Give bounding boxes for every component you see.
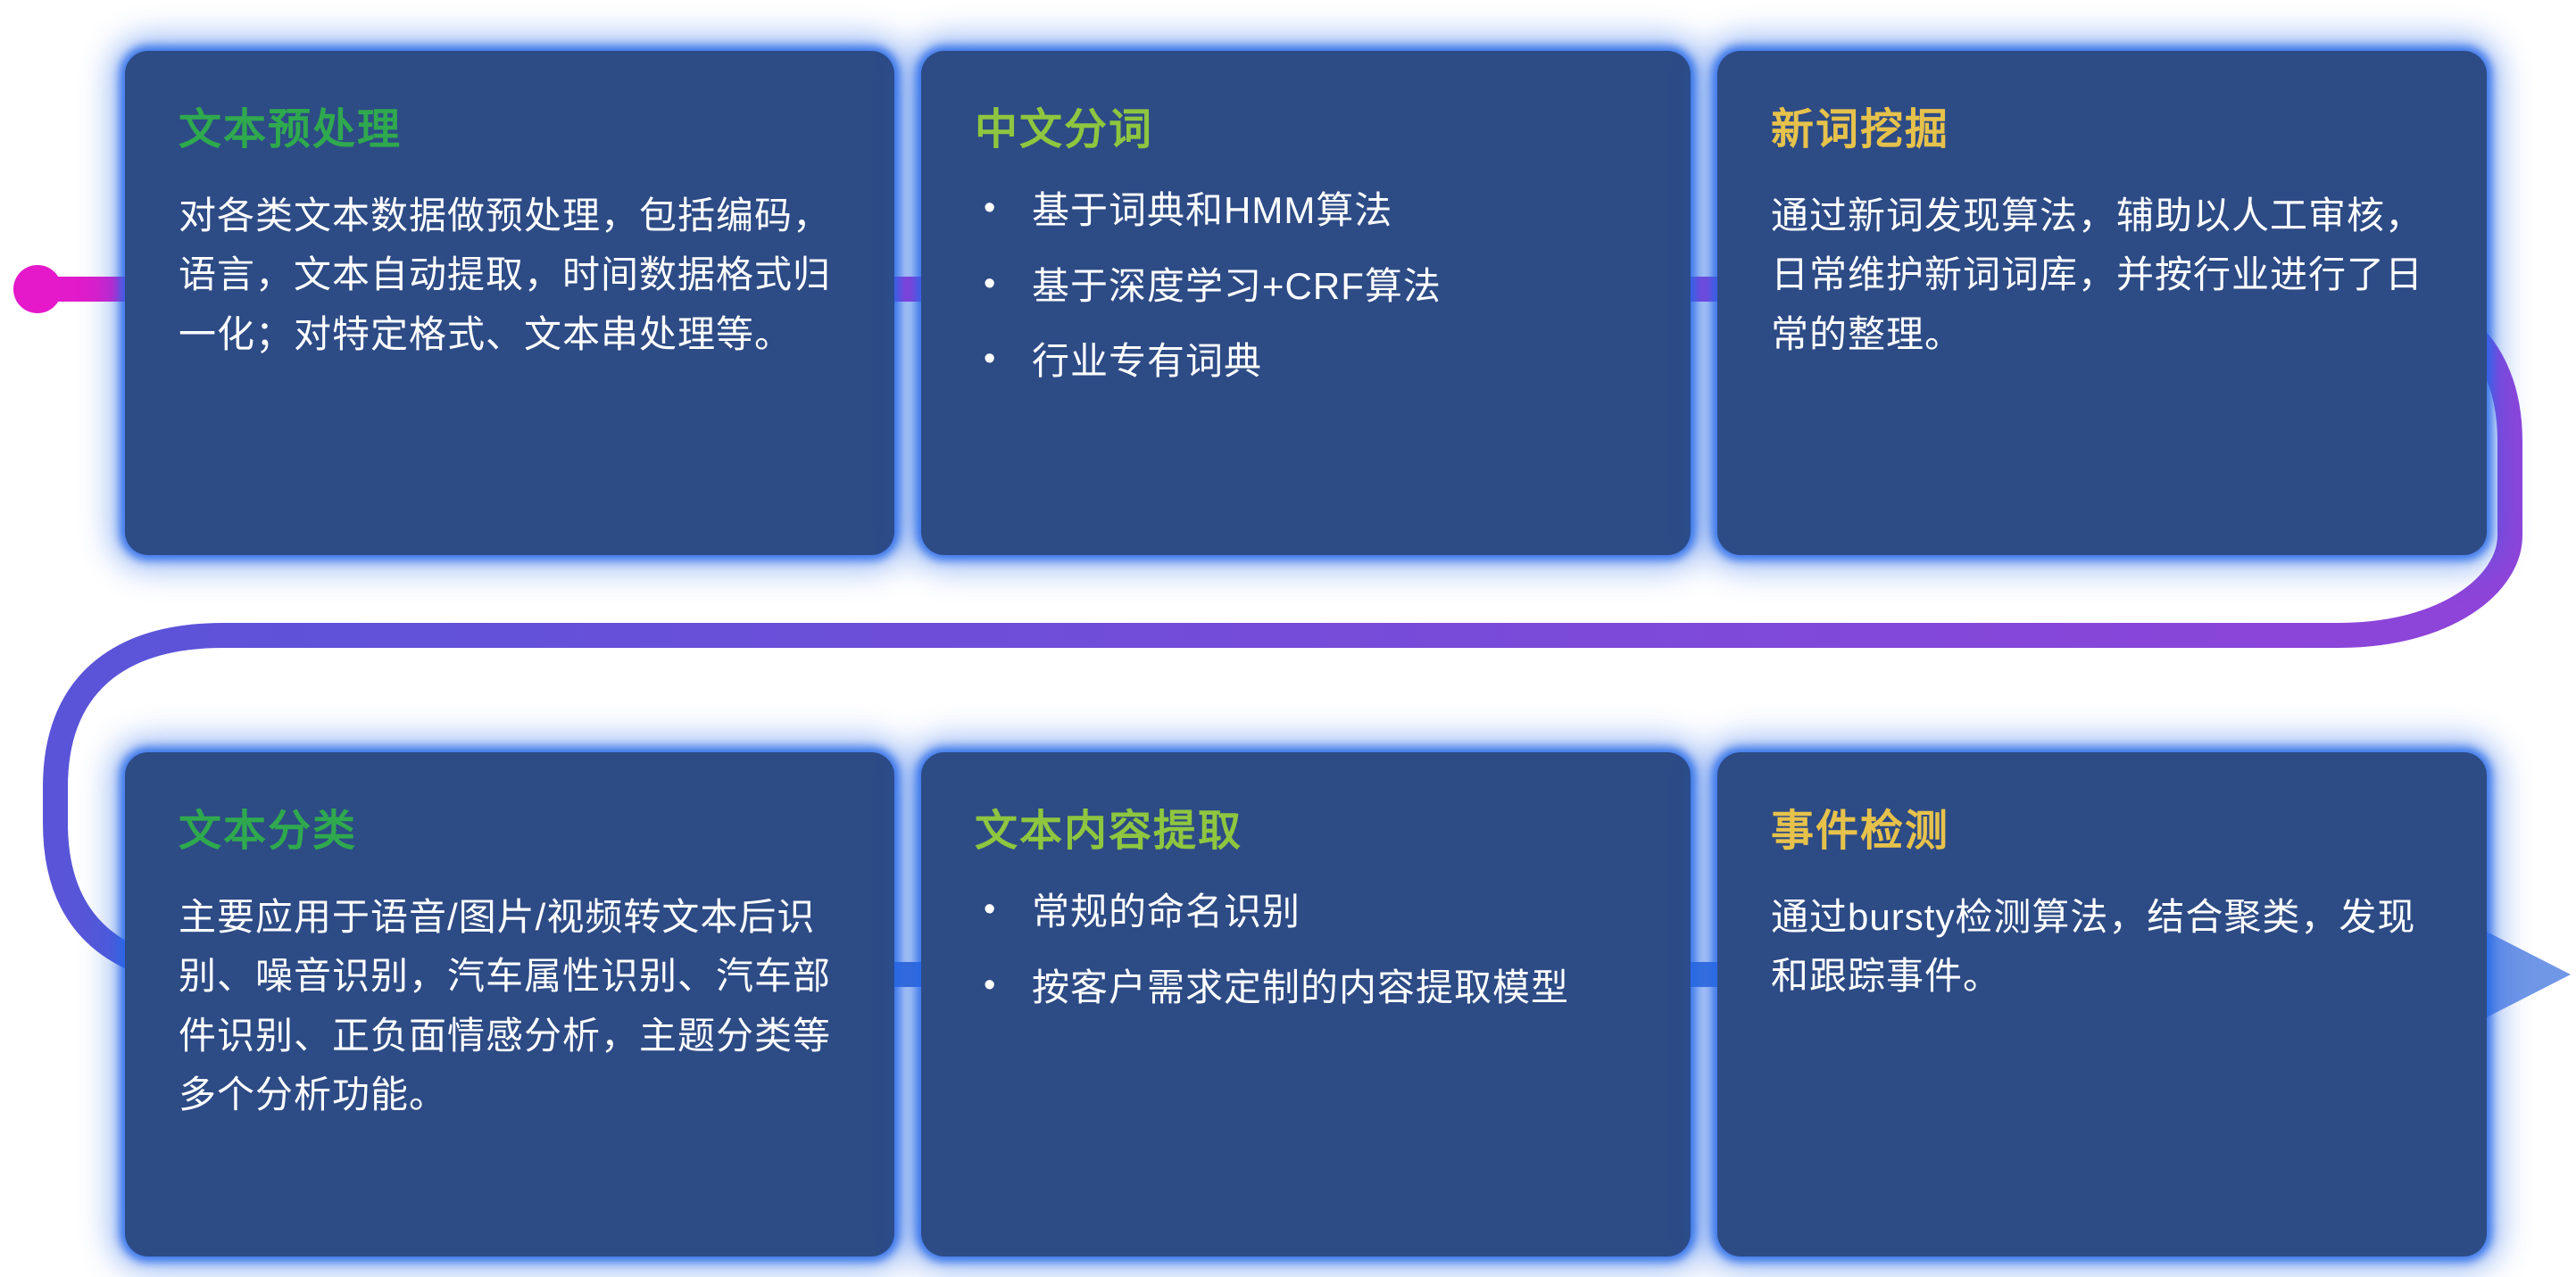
card-text-classification: 文本分类 主要应用于语音/图片/视频转文本后识别、噪音识别，汽车属性识别、汽车部…: [125, 752, 894, 1256]
card-text-preprocessing: 文本预处理 对各类文本数据做预处理，包括编码，语言，文本自动提取，时间数据格式归…: [125, 51, 894, 555]
flow-arrow-icon: [2487, 932, 2571, 1017]
card-body-event-detection: 通过bursty检测算法，结合聚类，发现和跟踪事件。: [1771, 896, 2416, 998]
flow-start-dot-icon: [13, 265, 62, 313]
bullet-item: 基于词典和HMM算法: [975, 187, 1637, 236]
bullet-item: 常规的命名识别: [975, 888, 1637, 937]
card-title-text-classification: 文本分类: [179, 808, 358, 855]
card-title-new-word-mining: 新词挖掘: [1771, 106, 1950, 153]
card-title-text-preprocessing: 文本预处理: [179, 106, 403, 153]
card-title-text-content-extraction: 文本内容提取: [975, 808, 1243, 855]
card-bullet-list: 常规的命名识别 按客户需求定制的内容提取模型: [975, 888, 1637, 1012]
card-body-new-word-mining: 通过新词发现算法，辅助以人工审核，日常维护新词词库，并按行业进行了日常的整理。: [1771, 195, 2424, 355]
card-event-detection: 事件检测 通过bursty检测算法，结合聚类，发现和跟踪事件。: [1717, 752, 2487, 1256]
card-text-content-extraction: 文本内容提取 常规的命名识别 按客户需求定制的内容提取模型: [921, 752, 1691, 1256]
bullet-item: 行业专有词典: [975, 337, 1637, 386]
card-new-word-mining: 新词挖掘 通过新词发现算法，辅助以人工审核，日常维护新词词库，并按行业进行了日常…: [1717, 51, 2487, 555]
card-title-chinese-word-segmentation: 中文分词: [975, 106, 1154, 153]
bullet-item: 基于深度学习+CRF算法: [975, 262, 1637, 311]
bullet-item: 按客户需求定制的内容提取模型: [975, 964, 1637, 1013]
card-body-text-preprocessing: 对各类文本数据做预处理，包括编码，语言，文本自动提取，时间数据格式归一化；对特定…: [179, 195, 832, 355]
card-bullet-list: 基于词典和HMM算法 基于深度学习+CRF算法 行业专有词典: [975, 187, 1637, 386]
flow-segment-middle: [43, 444, 2522, 794]
card-chinese-word-segmentation: 中文分词 基于词典和HMM算法 基于深度学习+CRF算法 行业专有词典: [921, 51, 1691, 555]
card-title-event-detection: 事件检测: [1771, 808, 1950, 855]
card-body-text-classification: 主要应用于语音/图片/视频转文本后识别、噪音识别，汽车属性识别、汽车部件识别、正…: [179, 896, 832, 1116]
